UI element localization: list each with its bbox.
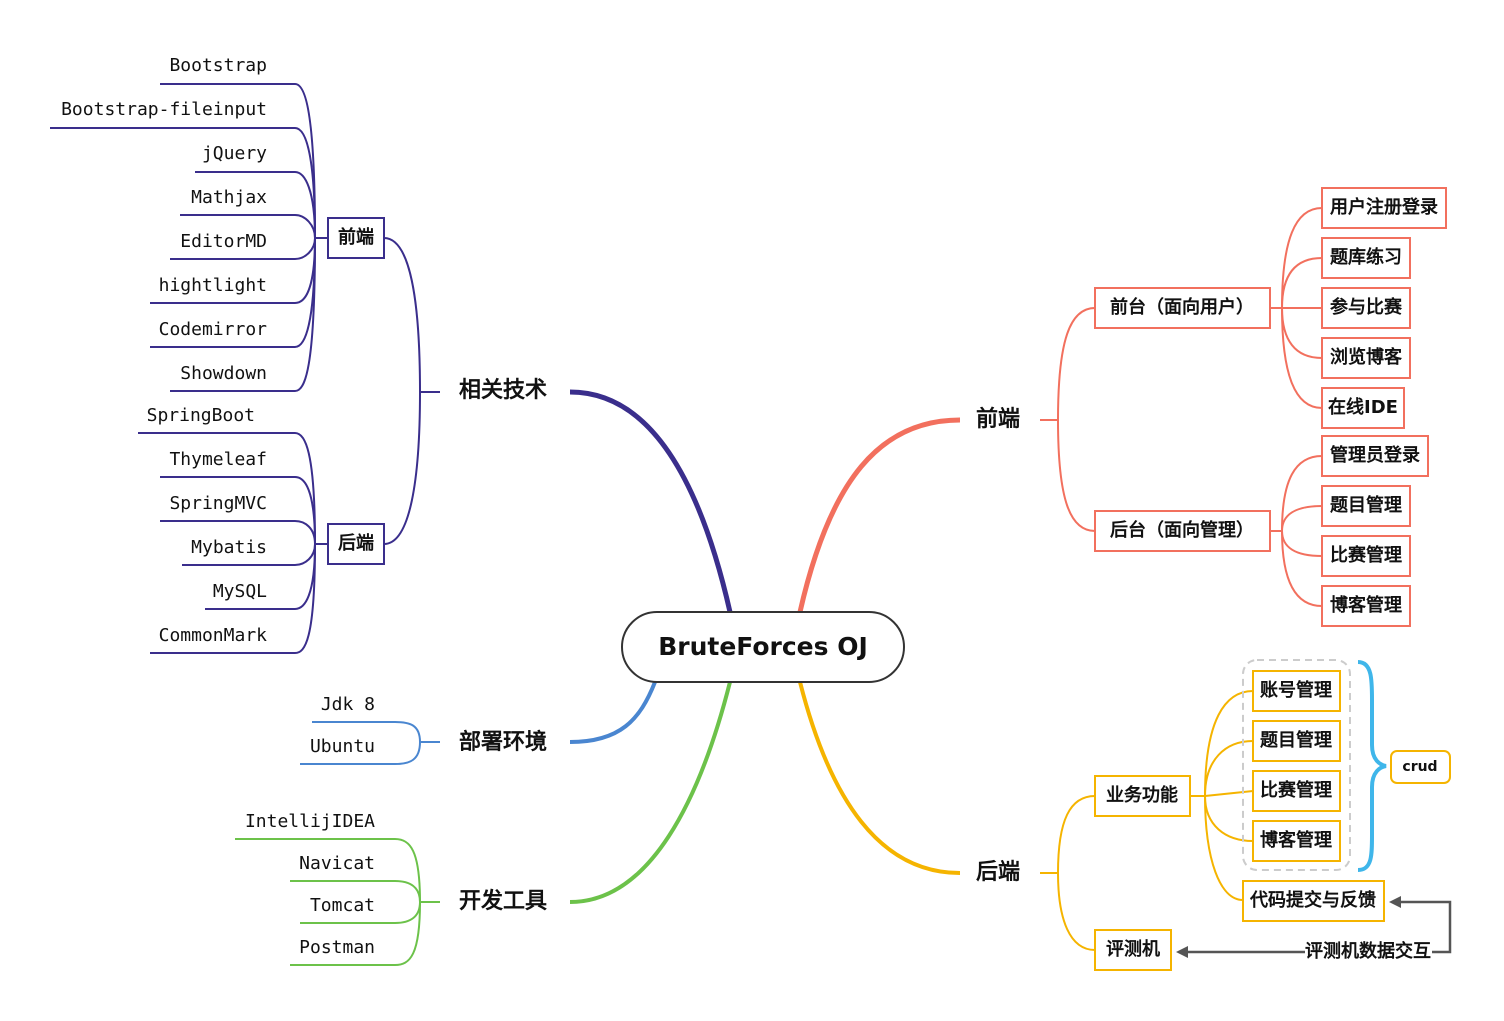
backend-business-label: 业务功能 bbox=[1106, 784, 1178, 806]
branch-tech-label[interactable]: 相关技术 bbox=[459, 378, 547, 403]
frontend-user-item[interactable]: 在线IDE bbox=[1321, 387, 1405, 429]
frontend-user-item[interactable]: 浏览博客 bbox=[1321, 337, 1411, 379]
crud-node[interactable]: crud bbox=[1390, 750, 1451, 784]
item-label: 题目管理 bbox=[1260, 729, 1332, 751]
item-label: 浏览博客 bbox=[1330, 346, 1403, 368]
tools-leaf[interactable]: Postman bbox=[299, 937, 375, 958]
tech-leaf[interactable]: Mybatis bbox=[191, 537, 267, 558]
tech-leaf[interactable]: Codemirror bbox=[159, 319, 268, 340]
tech-leaf[interactable]: EditorMD bbox=[180, 231, 267, 252]
frontend-user-item[interactable]: 用户注册登录 bbox=[1321, 187, 1447, 229]
tech-connectors bbox=[50, 83, 440, 654]
tech-leaf[interactable]: Mathjax bbox=[191, 187, 267, 208]
crud-brace bbox=[1357, 660, 1387, 872]
tools-connectors bbox=[235, 838, 440, 966]
frontend-admin-item[interactable]: 题目管理 bbox=[1321, 485, 1411, 527]
judge-link bbox=[1176, 896, 1452, 958]
tools-leaf[interactable]: Navicat bbox=[299, 853, 375, 874]
branch-tools-label[interactable]: 开发工具 bbox=[459, 888, 547, 914]
tech-leaf[interactable]: SpringMVC bbox=[169, 493, 267, 514]
item-label: 参与比赛 bbox=[1330, 296, 1403, 318]
tech-leaf[interactable]: Bootstrap bbox=[169, 55, 267, 76]
tech-backend-label: 后端 bbox=[338, 533, 374, 554]
frontend-user-label: 前台（面向用户） bbox=[1110, 296, 1254, 318]
item-label: 题库练习 bbox=[1330, 246, 1402, 268]
frontend-admin-item[interactable]: 博客管理 bbox=[1321, 585, 1411, 627]
tech-leaf[interactable]: Showdown bbox=[180, 363, 267, 384]
judge-link-label: 评测机数据交互 bbox=[1305, 940, 1431, 962]
connector-center-tools bbox=[569, 681, 732, 904]
crud-group-outline bbox=[1242, 659, 1351, 871]
tech-frontend-label: 前端 bbox=[338, 226, 374, 248]
deploy-connectors bbox=[300, 721, 440, 765]
tech-leaf[interactable]: SpringBoot bbox=[147, 405, 255, 426]
item-label: 博客管理 bbox=[1330, 594, 1402, 616]
frontend-user-item[interactable]: 题库练习 bbox=[1321, 237, 1411, 279]
tech-leaf[interactable]: MySQL bbox=[213, 581, 267, 602]
item-label: 比赛管理 bbox=[1330, 544, 1402, 566]
tech-backend-node[interactable]: 后端 bbox=[327, 523, 385, 565]
item-label: 博客管理 bbox=[1260, 829, 1332, 851]
item-label: 账号管理 bbox=[1260, 679, 1332, 701]
backend-business-item[interactable]: 博客管理 bbox=[1252, 820, 1341, 862]
frontend-user-item[interactable]: 参与比赛 bbox=[1321, 287, 1411, 329]
frontend-user-node[interactable]: 前台（面向用户） bbox=[1094, 287, 1271, 329]
frontend-admin-item[interactable]: 比赛管理 bbox=[1321, 535, 1411, 577]
center-label: BruteForces OJ bbox=[658, 632, 868, 661]
tech-leaf[interactable]: hightlight bbox=[159, 275, 267, 296]
branch-deploy-label[interactable]: 部署环境 bbox=[459, 729, 547, 755]
connector-center-tech bbox=[569, 389, 733, 613]
backend-business-item[interactable]: 比赛管理 bbox=[1252, 770, 1341, 812]
backend-connectors bbox=[1040, 690, 1254, 951]
branch-backend-label[interactable]: 后端 bbox=[976, 860, 1020, 885]
branch-frontend-label[interactable]: 前端 bbox=[976, 406, 1020, 432]
deploy-leaf[interactable]: Ubuntu bbox=[310, 736, 375, 757]
tech-leaf[interactable]: Bootstrap-fileinput bbox=[61, 99, 267, 120]
connectors bbox=[50, 83, 1323, 966]
backend-judge-label: 评测机 bbox=[1106, 938, 1160, 960]
tech-leaf[interactable]: Thymeleaf bbox=[169, 449, 267, 470]
item-label: 管理员登录 bbox=[1330, 444, 1420, 466]
connector-center-frontend bbox=[797, 417, 961, 613]
backend-judge-node[interactable]: 评测机 bbox=[1094, 929, 1172, 971]
deploy-leaf[interactable]: Jdk 8 bbox=[321, 694, 375, 715]
frontend-admin-node[interactable]: 后台（面向管理） bbox=[1094, 510, 1271, 552]
backend-business-node[interactable]: 业务功能 bbox=[1094, 775, 1191, 817]
tech-frontend-node[interactable]: 前端 bbox=[327, 217, 385, 259]
backend-business-item[interactable]: 账号管理 bbox=[1252, 670, 1341, 712]
center-node[interactable]: BruteForces OJ bbox=[621, 611, 905, 683]
connector-center-backend bbox=[798, 681, 961, 875]
tools-leaf[interactable]: Tomcat bbox=[310, 895, 375, 916]
item-label: 在线IDE bbox=[1328, 396, 1398, 418]
tech-leaf[interactable]: CommonMark bbox=[159, 625, 268, 646]
backend-submit-node[interactable]: 代码提交与反馈 bbox=[1242, 880, 1385, 922]
frontend-admin-item[interactable]: 管理员登录 bbox=[1321, 435, 1429, 477]
submit-label: 代码提交与反馈 bbox=[1249, 889, 1376, 911]
item-label: 用户注册登录 bbox=[1330, 196, 1438, 218]
item-label: 题目管理 bbox=[1330, 494, 1402, 516]
frontend-admin-label: 后台（面向管理） bbox=[1110, 519, 1254, 541]
tech-leaf[interactable]: jQuery bbox=[202, 143, 267, 164]
item-label: 比赛管理 bbox=[1260, 779, 1332, 801]
crud-label: crud bbox=[1402, 759, 1437, 775]
backend-business-item[interactable]: 题目管理 bbox=[1252, 720, 1341, 762]
frontend-connectors bbox=[1040, 207, 1323, 607]
connector-center-deploy bbox=[569, 681, 657, 744]
tools-leaf[interactable]: IntellijIDEA bbox=[245, 811, 375, 832]
